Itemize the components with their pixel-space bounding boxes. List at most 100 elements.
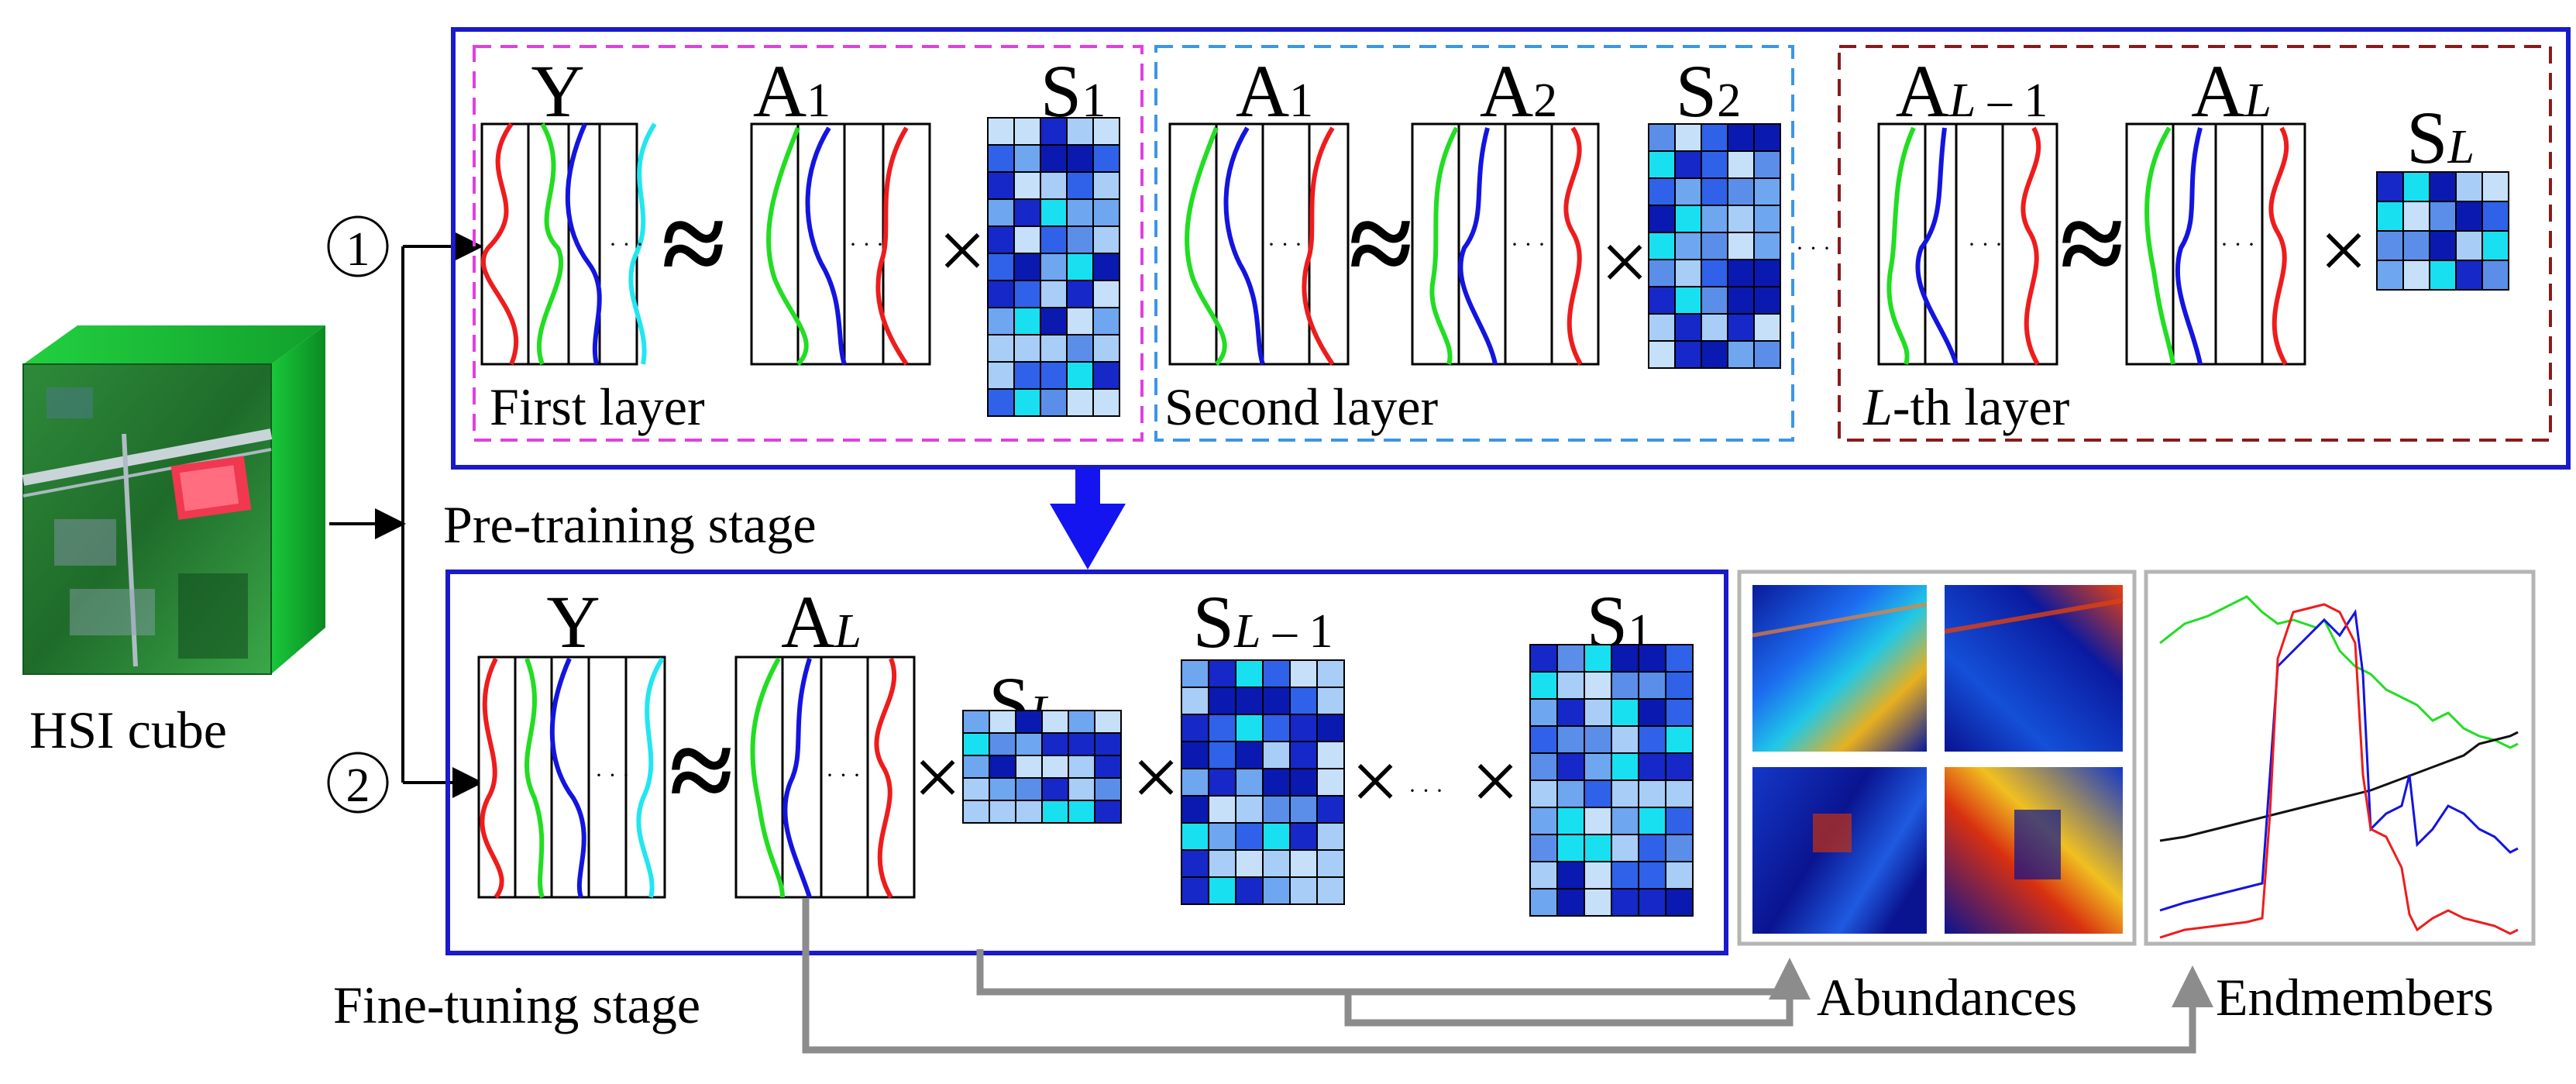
cube-connectors [329,231,483,798]
matrix-cell [1013,225,1041,254]
matrix-cell [1674,286,1702,315]
matrix-cell [1092,171,1120,200]
al-minus1-matrix: · · · [1877,122,2058,366]
matrix-cell [1727,177,1755,206]
svg-text:· · ·: · · · [1968,232,2003,257]
matrix-cell [1727,232,1755,260]
matrix-cell [1066,171,1094,200]
matrix-cell [2429,260,2457,291]
matrix-cell [1181,795,1209,824]
matrix-cell [1753,123,1781,152]
matrix-cell [1316,687,1345,715]
svg-text:· · ·: · · · [2220,232,2255,257]
matrix-cell [1701,232,1728,260]
times-symbol-layerL: × [2320,203,2368,298]
matrix-cell [987,253,1015,281]
abundance-map-icon [1752,585,2124,934]
matrix-cell [1013,171,1041,200]
approx-symbol-layer2: ≈ [1349,180,1412,308]
matrix-cell [1584,779,1612,808]
hsi-cube-label: HSI cube [29,700,227,759]
matrix-cell [989,755,1016,779]
matrix-cell [1611,807,1639,835]
svg-text:· · ·: · · · [595,762,630,788]
y-symbol-finetune: Y [546,580,600,663]
matrix-cell [1638,671,1666,700]
matrix-cell [2455,171,2483,202]
ellipsis-between-layers: · · · [1796,236,1831,261]
matrix-cell [1040,307,1068,336]
step-1-marker: 1 [327,215,389,277]
matrix-cell [1068,755,1095,779]
matrix-cell [1262,741,1291,769]
matrix-cell [1727,286,1755,315]
matrix-cell [1208,795,1236,824]
times-symbol-ft3: × [1351,734,1399,828]
matrix-cell [1094,800,1122,824]
matrix-cell [1262,795,1291,824]
matrix-cell [2376,171,2404,202]
matrix-cell [989,732,1016,756]
hsi-cube-icon [22,325,325,675]
matrix-cell [1665,698,1694,727]
matrix-cell [1289,714,1318,742]
matrix-cell [1289,768,1318,797]
matrix-cell [1665,834,1694,862]
matrix-cell [1013,334,1041,363]
matrix-cell [1556,698,1585,727]
second-layer-box [1154,45,1794,442]
matrix-cell [1181,849,1209,878]
matrix-cell [1208,687,1236,715]
svg-text:· · ·: · · · [826,762,861,788]
finetuning-stage-label: Fine-tuning stage [333,976,700,1034]
matrix-cell [1584,644,1612,673]
matrix-cell [1584,752,1612,781]
matrix-cell [1556,671,1585,700]
matrix-cell [1235,768,1264,797]
matrix-cell [1648,177,1676,206]
matrix-cell [989,800,1016,824]
matrix-cell [1584,725,1612,754]
matrix-cell [1674,150,1702,179]
matrix-cell [1316,795,1345,824]
matrix-cell [962,800,990,824]
matrix-cell [1092,225,1120,254]
matrix-cell [987,361,1015,390]
matrix-cell [1674,123,1702,152]
matrix-cell [1638,807,1666,835]
a1-symbol-layer2: A1 [1236,50,1313,132]
matrix-cell [1316,714,1345,742]
matrix-cell [1638,698,1666,727]
matrix-cell [1529,861,1558,890]
matrix-cell [1648,340,1676,369]
y-matrix-finetune: · · · [477,656,666,899]
matrix-cell [962,732,990,756]
matrix-cell [1611,644,1639,673]
matrix-cell [1316,659,1345,688]
s2-symbol: S2 [1676,50,1741,132]
matrix-cell [1092,144,1120,173]
matrix-cell [1092,307,1120,336]
matrix-cell [1638,725,1666,754]
matrix-cell [1015,755,1043,779]
matrix-cell [2376,201,2404,232]
matrix-cell [1066,253,1094,281]
matrix-cell [1701,340,1728,369]
matrix-cell [1235,741,1264,769]
matrix-cell [1262,876,1291,905]
matrix-cell [1066,280,1094,308]
matrix-cell [1638,861,1666,890]
matrix-cell [1013,253,1041,281]
matrix-cell [1066,334,1094,363]
matrix-cell [2402,171,2430,202]
matrix-cell [1040,388,1068,417]
matrix-cell [2402,201,2430,232]
matrix-cell [1584,834,1612,862]
al-minus1-symbol: AL – 1 [1896,50,2048,132]
matrix-cell [1041,755,1069,779]
matrix-cell [1556,725,1585,754]
matrix-cell [1015,800,1043,824]
sl-matrix [2376,171,2509,291]
matrix-cell [1092,253,1120,281]
